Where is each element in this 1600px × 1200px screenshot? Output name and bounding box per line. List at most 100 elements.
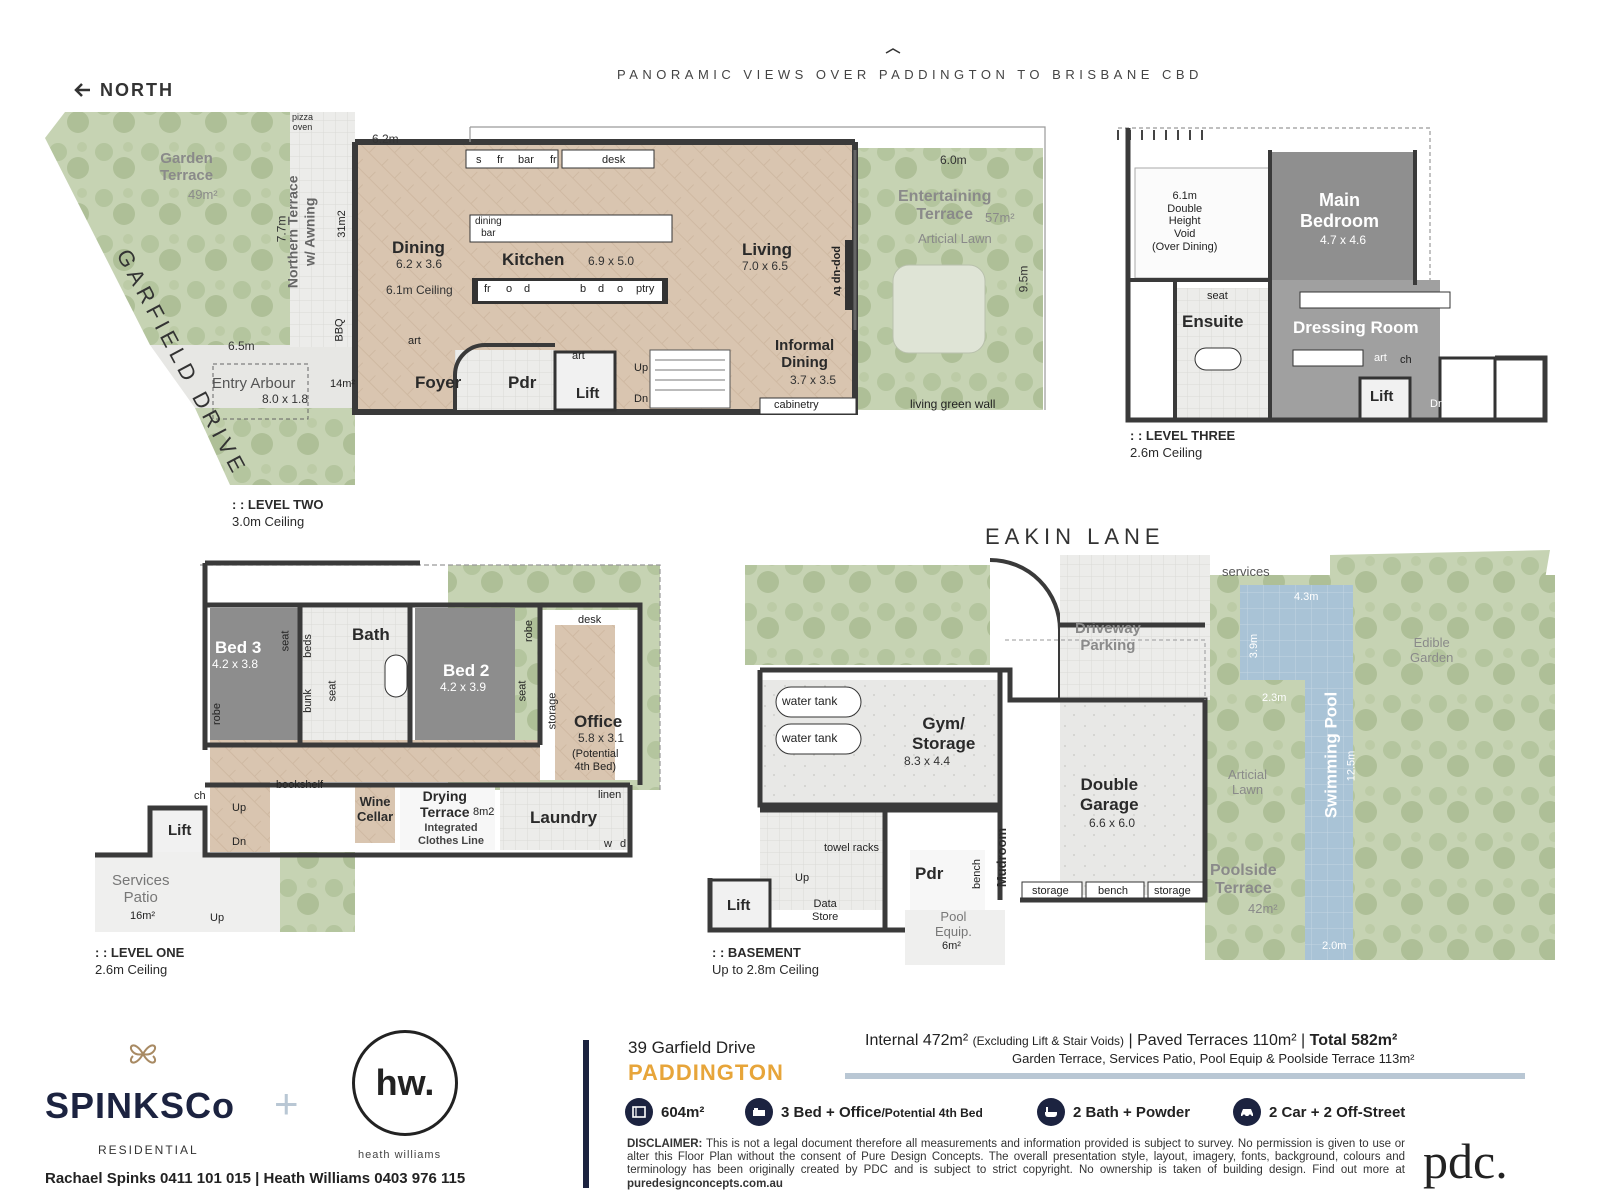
beds-label: beds [301,634,314,658]
suburb: PADDINGTON [628,1060,784,1085]
floor-area-icon [625,1098,653,1126]
kitchen-label: Kitchen [502,250,565,269]
water-tank-2-label: water tank [782,731,838,745]
bed2-seat: seat [516,680,529,702]
garden-line: Garden Terrace, Services Patio, Pool Equ… [1012,1051,1415,1066]
disclaimer-head: DISCLAIMER: [627,1138,703,1150]
main-bedroom-dim: 4.7 x 4.6 [1320,233,1367,247]
bed3-area [210,608,300,740]
hw-logo-text: hw. [375,1062,435,1103]
stat-beds-value: 3 Bed + Office [781,1103,882,1121]
level-one-title: : : LEVEL ONE [95,945,185,960]
stat-bath: 2 Bath + Powder [1037,1098,1190,1126]
garage-storage-1: storage [1032,885,1069,897]
paved-terraces: | Paved Terraces 110m² | [1128,1032,1306,1049]
bath-label: Bath [352,625,390,644]
spinks-brand: SPINKSCo [45,1085,236,1126]
stat-car: 2 Car + 2 Off-Street [1233,1098,1405,1126]
bath-icon [1037,1098,1065,1126]
disclaimer-url[interactable]: puredesignconcepts.com.au [627,1177,783,1190]
water-tank-1-label: water tank [782,694,838,708]
lift-label: Lift [576,385,600,402]
office-area [555,625,615,780]
drying-area: 8m2 [473,806,495,818]
garage-storage-2: storage [1154,885,1191,897]
hw-name: heath williams [358,1149,442,1161]
terrace-lawn-label: Articial Lawn [918,231,992,246]
basement-lift: Lift [727,897,751,914]
basement-ceiling: Up to 2.8m Ceiling [712,961,819,977]
north-label: NORTH [100,80,174,100]
laundry-label: Laundry [530,808,598,827]
art-label-2: art [572,350,585,362]
level-three-ch: ch [1400,354,1412,366]
level-one-up: Up [232,802,247,814]
fitting-fr: fr [497,154,504,166]
accent-rule [845,1073,1525,1079]
dining-label: Dining [392,238,445,257]
northern-terrace-area: 31m2 [335,210,348,238]
internal-area: Internal 472m² (Excluding Lift & Stair V… [865,1032,1397,1050]
green-wall-label: living green wall [910,397,996,411]
services-patio-area: 16m² [130,910,156,922]
ensuite-seat: seat [1207,290,1228,302]
driveway-label: Driveway Parking [1075,620,1141,655]
hw-logo: hw. [352,1030,458,1136]
stat-beds: 3 Bed + Office/Potential 4th Bed [745,1098,983,1126]
basement-up: Up [795,872,810,884]
garage-label: Double Garage [1080,775,1139,814]
bed3-robe: robe [211,702,224,726]
garage-dim: 6.6 x 6.0 [1089,816,1136,830]
cabinetry-label: cabinetry [774,399,819,411]
level-three-title: : : LEVEL THREE [1130,428,1236,443]
level-one-ceiling: 2.6m Ceiling [95,961,168,977]
ensuite-label: Ensuite [1182,312,1244,331]
mudroom-bench: bench [970,859,983,889]
water-tank-2 [775,723,862,755]
foyer-label: Foyer [415,373,462,392]
internal-area-note: (Excluding Lift & Stair Voids) [972,1034,1125,1048]
dn-label: Dn [634,393,649,405]
north-arrow-icon [74,83,90,97]
informal-dining-dim: 3.7 x 3.5 [790,373,837,387]
disclaimer-text: This is not a legal document therefore a… [627,1138,1405,1177]
internal-area-value: Internal 472m² [865,1032,969,1049]
fitting-desk: desk [602,154,626,166]
services-patio-up: Up [210,912,225,924]
spinks-sub: RESIDENTIAL [98,1143,199,1157]
level-one-dn: Dn [232,836,247,848]
services-label: services [1222,564,1270,579]
bed2-dim: 4.2 x 3.9 [440,680,487,694]
pop-up-tv-label: pop-up tv [831,245,844,297]
bed3-label: Bed 3 [215,638,262,657]
washer-label: w [604,838,612,850]
level-three-dn: Dn [1430,398,1445,410]
poolside-terrace-area: 42m² [1248,901,1278,916]
pdc-logo: pdc. [1423,1133,1508,1189]
swimming-pool-label: Swimming Pool [1321,691,1341,819]
bed2-label: Bed 2 [443,661,490,680]
void-label: 6.1m Double Height Void (Over Dining) [1152,190,1218,253]
informal-dining-label: Informal Dining [775,337,835,372]
pool-equip-area: 6m² [942,940,961,952]
basement-pdr-label: Pdr [915,864,944,883]
entry-arbour-label: Entry Arbour [212,375,296,392]
bath-seat: seat [326,680,339,702]
level-one-ch: ch [194,790,206,802]
agent-contacts: Rachael Spinks 0411 101 015 | Heath Will… [45,1170,466,1187]
pdr-label: Pdr [508,373,537,392]
total-area: Total 582m² [1309,1032,1398,1049]
gym-dim: 8.3 x 4.4 [904,754,951,768]
linen-label: linen [598,789,622,801]
fitting-bar: bar [518,154,534,166]
fitting-fr-2: fr [550,154,557,166]
basement-lawn-label: Articial Lawn [1228,767,1268,797]
island-d: d [524,283,531,295]
level-three-art: art [1374,352,1387,364]
floor-plan-drawing [45,48,1555,965]
divider-bar [583,1040,589,1188]
garden-terrace-area-label: 49m² [188,187,218,202]
